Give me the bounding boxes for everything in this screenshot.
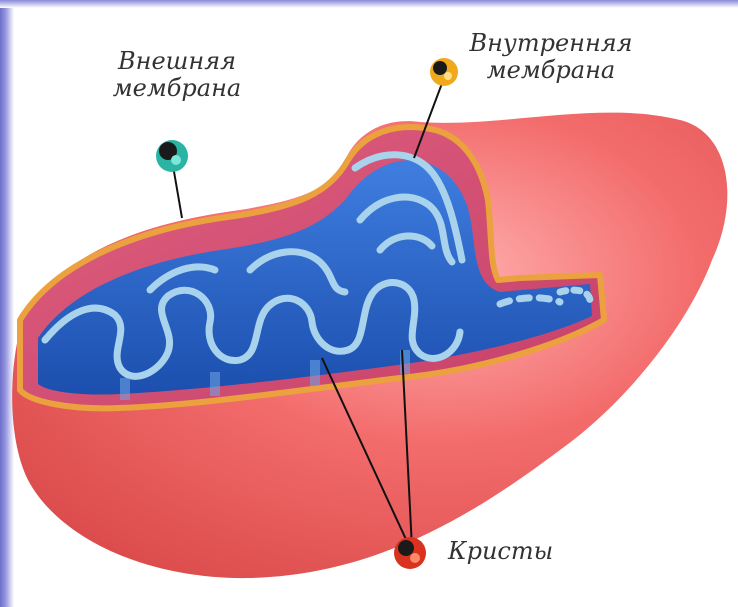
teal-pin-icon (156, 140, 188, 172)
red-pin-icon (394, 537, 426, 569)
cristae-label: Кристы (448, 538, 568, 565)
orange-pin-icon (430, 58, 458, 86)
inner-membrane-label: Внутренняя мембрана (466, 30, 636, 84)
outer-membrane-label: Внешняя мембрана (102, 48, 252, 102)
